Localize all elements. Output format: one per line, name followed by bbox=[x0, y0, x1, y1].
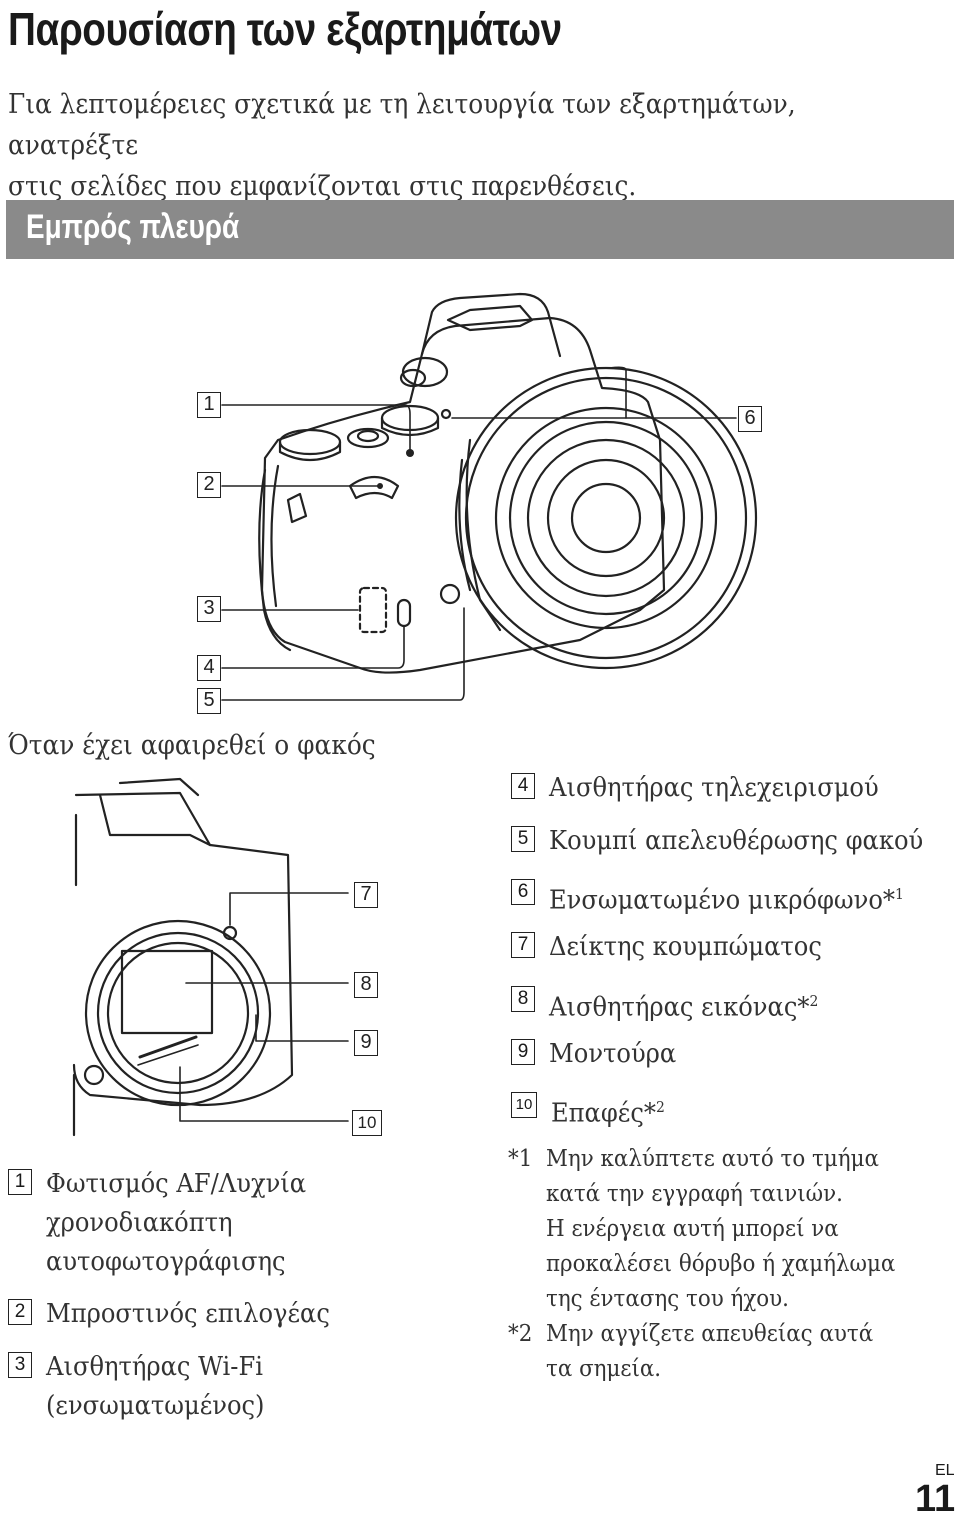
legend-text: Ενσωματωμένο μικρόφωνο* bbox=[549, 885, 895, 916]
legend-item-6: 6 Ενσωματωμένο μικρόφωνο*1 bbox=[511, 875, 931, 921]
language-code: EL bbox=[935, 1462, 955, 1479]
legend-item-7: 7 Δείκτης κουμπώματος bbox=[511, 928, 842, 967]
legend-text-line: Φωτισμός AF/Λυχνία bbox=[46, 1169, 307, 1199]
footnote-ref: 2 bbox=[809, 992, 819, 1010]
footnote-line: Η ενέργεια αυτή μπορεί να bbox=[546, 1216, 839, 1242]
legend-number: 6 bbox=[511, 879, 535, 905]
intro-line-2: στις σελίδες που εμφανίζονται στις παρεν… bbox=[8, 171, 637, 202]
footnote-line: της έντασης του ήχου. bbox=[546, 1286, 789, 1312]
footnote-line: τα σημεία. bbox=[546, 1356, 662, 1382]
footnote-1: Μην καλύπτετε αυτό το τμήμα κατά την εγγ… bbox=[546, 1142, 895, 1317]
callout-4: 4 bbox=[197, 655, 221, 681]
legend-text-line: χρονοδιακόπτη bbox=[46, 1208, 233, 1238]
legend-text-line: αυτοφωτογράφισης bbox=[46, 1247, 286, 1277]
callout-1: 1 bbox=[197, 392, 221, 418]
footnote-line: Μην καλύπτετε αυτό το τμήμα bbox=[546, 1146, 879, 1172]
intro-text: Για λεπτομέρειες σχετικά με τη λειτουργί… bbox=[8, 84, 864, 207]
footnote-line: κατά την εγγραφή ταινιών. bbox=[546, 1181, 843, 1207]
callout-9: 9 bbox=[354, 1030, 378, 1056]
section-header-bar: Εμπρός πλευρά bbox=[6, 200, 954, 259]
intro-line-1: Για λεπτομέρειες σχετικά με τη λειτουργί… bbox=[8, 89, 796, 161]
legend-text-line: (ενσωματωμένος) bbox=[46, 1391, 265, 1421]
legend-number: 8 bbox=[511, 986, 535, 1012]
legend-text: Κουμπί απελευθέρωσης φακού bbox=[549, 826, 924, 856]
legend-text: Δείκτης κουμπώματος bbox=[549, 932, 822, 962]
footnote-2: Μην αγγίζετε απευθείας αυτά τα σημεία. bbox=[546, 1317, 873, 1387]
callout-7: 7 bbox=[354, 882, 378, 908]
callout-5: 5 bbox=[197, 688, 221, 714]
legend-text: Μοντούρα bbox=[549, 1039, 677, 1069]
legend-text: Επαφές* bbox=[551, 1098, 656, 1129]
callout-2: 2 bbox=[197, 472, 221, 498]
body-only-caption: Όταν έχει αφαιρεθεί ο φακός bbox=[8, 730, 376, 761]
legend-number: 1 bbox=[8, 1169, 32, 1195]
page-title: Παρουσίαση των εξαρτημάτων bbox=[8, 3, 562, 55]
legend-item-9: 9 Μοντούρα bbox=[511, 1035, 686, 1074]
legend-item-8: 8 Αισθητήρας εικόνας*2 bbox=[511, 982, 839, 1028]
legend-number: 4 bbox=[511, 773, 535, 799]
legend-number: 10 bbox=[511, 1092, 537, 1118]
legend-text-line: Αισθητήρας Wi-Fi bbox=[46, 1352, 263, 1382]
legend-number: 7 bbox=[511, 932, 535, 958]
legend-item-4: 4 Αισθητήρας τηλεχειρισμού bbox=[511, 769, 904, 808]
legend-number: 9 bbox=[511, 1039, 535, 1065]
legend-item-3: 3 Αισθητήρας Wi-Fi (ενσωματωμένος) bbox=[8, 1348, 281, 1426]
camera-front-illustration bbox=[221, 292, 758, 701]
legend-text-line: Μπροστινός επιλογέας bbox=[46, 1299, 330, 1329]
legend-item-2: 2 Μπροστινός επιλογέας bbox=[8, 1295, 351, 1334]
camera-body-mount-illustration bbox=[72, 777, 349, 1137]
footnote-ref: 1 bbox=[894, 885, 904, 903]
footnote-line: Μην αγγίζετε απευθείας αυτά bbox=[546, 1321, 874, 1347]
legend-text: Αισθητήρας τηλεχειρισμού bbox=[549, 773, 879, 803]
legend-text: Αισθητήρας εικόνας* bbox=[549, 992, 810, 1023]
callout-3: 3 bbox=[197, 596, 221, 622]
legend-number: 5 bbox=[511, 826, 535, 852]
legend-item-1: 1 Φωτισμός AF/Λυχνία χρονοδιακόπτη αυτοφ… bbox=[8, 1165, 326, 1282]
legend-item-5: 5 Κουμπί απελευθέρωσης φακού bbox=[511, 822, 951, 861]
callout-10: 10 bbox=[352, 1110, 382, 1136]
legend-number: 3 bbox=[8, 1352, 32, 1378]
footnote-ref: 2 bbox=[655, 1098, 665, 1116]
legend-number: 2 bbox=[8, 1299, 32, 1325]
footnote-1-mark: *1 bbox=[508, 1146, 533, 1172]
legend-item-10: 10 Επαφές*2 bbox=[511, 1088, 673, 1134]
callout-8: 8 bbox=[354, 972, 378, 998]
footnote-2-mark: *2 bbox=[508, 1321, 533, 1347]
footnote-line: προκαλέσει θόρυβο ή χαμήλωμα bbox=[546, 1251, 896, 1277]
callout-6: 6 bbox=[738, 406, 762, 432]
page-number: 11 bbox=[915, 1478, 956, 1520]
section-title: Εμπρός πλευρά bbox=[26, 208, 240, 246]
